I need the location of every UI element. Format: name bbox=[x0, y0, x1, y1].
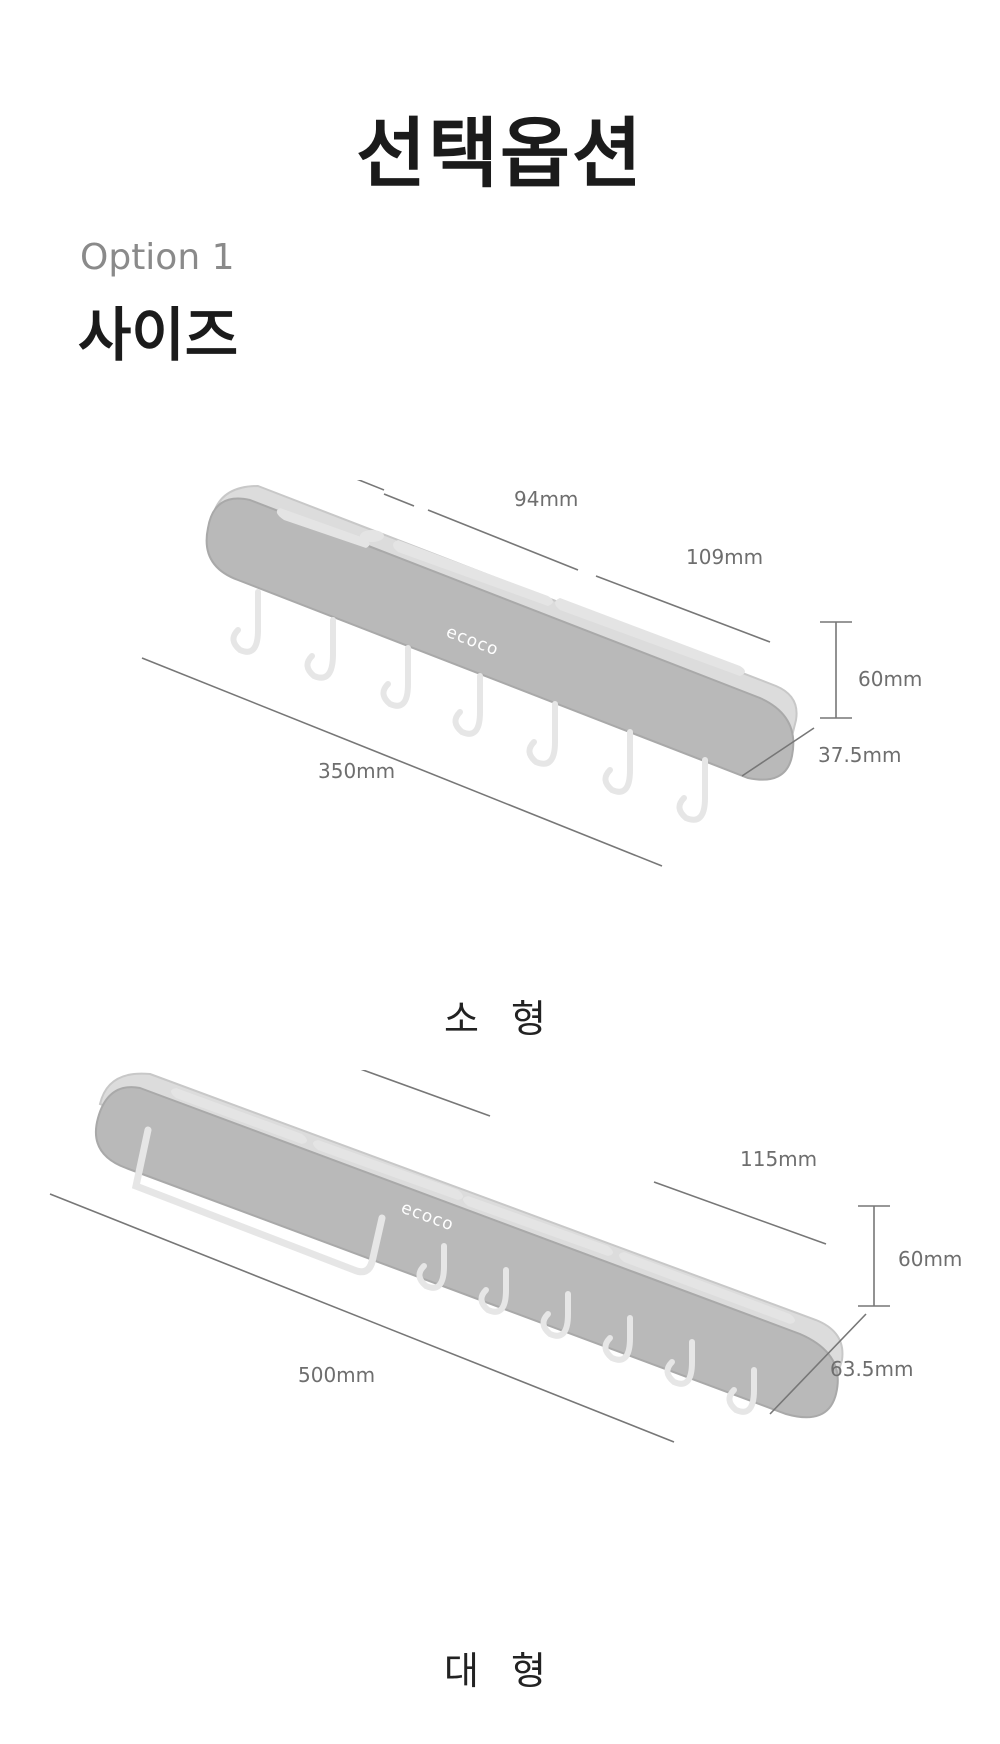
large-rack-body: ecoco bbox=[94, 1072, 844, 1419]
large-dim-depth: 63.5mm bbox=[830, 1357, 914, 1381]
small-dim-depth: 37.5mm bbox=[818, 743, 902, 767]
small-dim-length: 350mm bbox=[318, 759, 395, 783]
small-hooks bbox=[230, 589, 708, 823]
large-dim-height: 60mm bbox=[898, 1247, 962, 1271]
large-rack-diagram: ecoco 95mm 100mm 115mm 60mm 63.5mm 500mm bbox=[49, 1070, 962, 1443]
page-title: 선택옵션 bbox=[356, 109, 644, 198]
small-dimension-lines bbox=[141, 480, 852, 867]
option-label: Option 1 bbox=[80, 237, 235, 278]
large-hooks bbox=[416, 1243, 757, 1415]
large-dim-length: 500mm bbox=[298, 1363, 375, 1387]
section-title: 사이즈 bbox=[78, 301, 239, 369]
large-towel-bar bbox=[131, 1126, 386, 1276]
small-rack-body: ecoco bbox=[205, 484, 798, 781]
small-size-caption: 소 형 bbox=[444, 997, 556, 1041]
small-rack-diagram: ecoco 56mm 12mm 94mm 109mm 60mm 37.5mm 3… bbox=[141, 480, 922, 867]
large-dimension-lines bbox=[49, 1070, 890, 1443]
large-size-caption: 대 형 bbox=[444, 1649, 556, 1693]
large-dim-slot3: 115mm bbox=[740, 1147, 817, 1171]
small-dim-slot2: 94mm bbox=[514, 487, 578, 511]
small-dim-height: 60mm bbox=[858, 667, 922, 691]
small-dim-slot3: 109mm bbox=[686, 545, 763, 569]
